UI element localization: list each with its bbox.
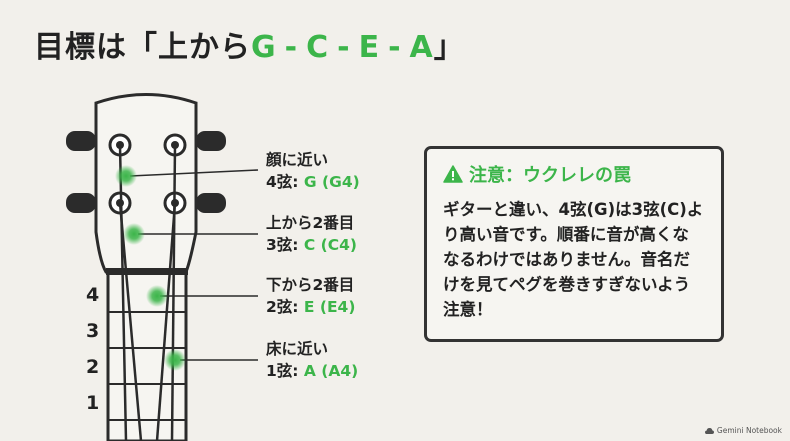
string-3-highlight [123,223,145,245]
string-position: 床に近い [266,340,329,358]
title-note-e: E [358,30,381,65]
title-note-a: A [409,30,434,65]
string-1 [170,144,177,441]
string-number: 1弦: [266,362,304,380]
string-note: C (C4) [303,236,357,254]
warning-triangle-icon [443,165,463,183]
fret-number: 4 [86,284,100,306]
string-label-2: 下から2番目 2弦: E (E4) [266,274,355,318]
string-4-highlight [115,165,137,187]
string-note: A (A4) [303,362,359,380]
tuner-peg-left-bottom [66,193,96,213]
footer-brand: Gemini Notebook [704,426,782,435]
warning-box: 注意：ウクレレの罠 ギターと違い、4弦(G)は3弦(C)より高い音です。順番に音… [424,146,724,342]
warning-title: 注意：ウクレレの罠 [469,165,631,186]
string-1-highlight [164,349,186,371]
headstock [94,93,198,274]
title-note-c: C [306,30,330,65]
string-2-highlight [146,285,168,307]
string-number: 4弦: [266,173,304,191]
string-4 [118,144,128,441]
tuner-peg-left-top [66,131,96,151]
string-note: G (G4) [303,173,360,191]
fret-number: 2 [86,356,100,378]
nut [106,268,188,275]
fret-number: 3 [86,320,100,342]
footer-text: Gemini Notebook [716,426,782,435]
string-number: 2弦: [266,298,304,316]
string-label-3: 上から2番目 3弦: C (C4) [266,212,357,256]
fret-number: 1 [86,392,100,414]
string-position: 上から2番目 [266,214,355,232]
string-2 [155,202,177,441]
string-label-4: 顔に近い 4弦: G (G4) [266,149,360,193]
gemini-cloud-icon [704,427,714,434]
title-separator: - [388,30,402,65]
title-separator: - [337,30,351,65]
string-3 [118,202,143,441]
tuner-peg-right-bottom [196,193,226,213]
title-suffix: 」 [433,30,465,65]
string-note: E (E4) [303,298,356,316]
title-note-g: G [251,30,277,65]
warning-body: ギターと違い、4弦(G)は3弦(C)より高い音です。順番に音が高くな なるわけで… [443,200,704,319]
warning-header: 注意：ウクレレの罠 [443,161,705,187]
title-prefix: 目標は「上から [34,30,251,65]
title-separator: - [284,30,299,65]
leader-line-4 [129,169,259,177]
string-number: 3弦: [266,236,304,254]
string-position: 下から2番目 [266,276,355,294]
page-title: 目標は「上からG-C-E-A」 [34,22,465,66]
string-position: 顔に近い [266,151,329,169]
string-label-1: 床に近い 1弦: A (A4) [266,338,358,382]
tuner-peg-right-top [196,131,226,151]
